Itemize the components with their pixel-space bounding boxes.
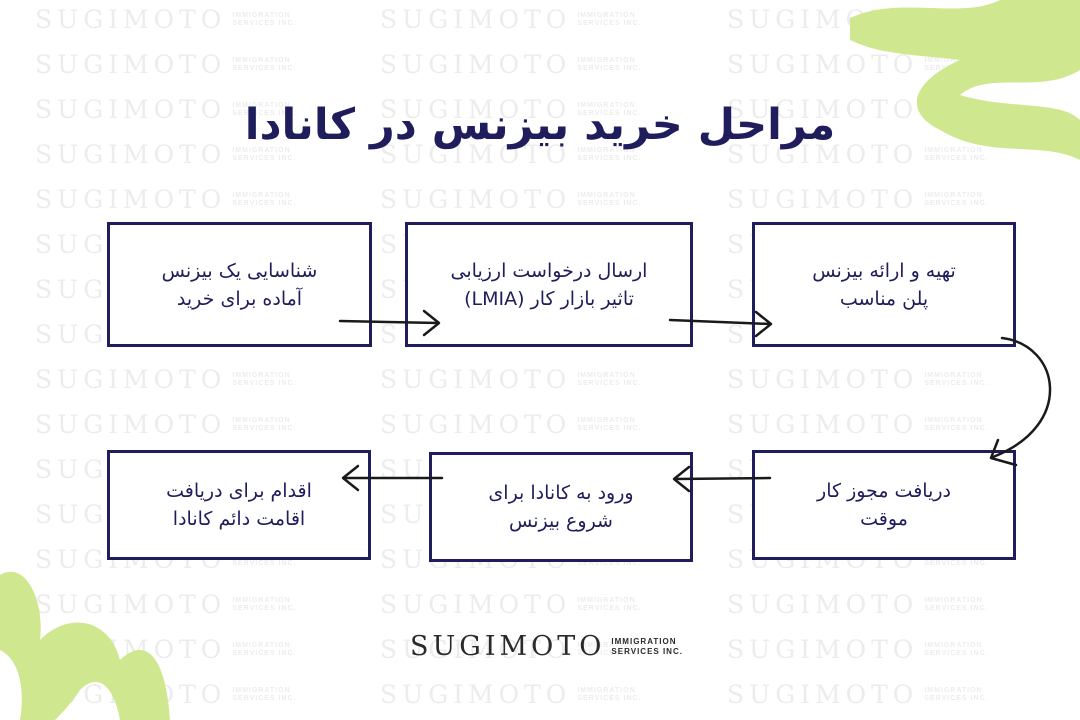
step-1-line2: پلن مناسب: [839, 287, 929, 310]
brand-sub-line2: SERVICES INC.: [611, 646, 683, 656]
step-3-box: شناسایی یک بیزنس آماده برای خرید: [107, 222, 372, 347]
step-5-line1: ورود به کانادا برای: [488, 482, 634, 504]
step-1-box: تهیه و ارائه بیزنس پلن مناسب: [752, 222, 1016, 347]
top-right-brush-stroke: [850, 0, 1080, 160]
step-6-line2: اقامت دائم کانادا: [172, 508, 306, 530]
step-1-line1: تهیه و ارائه بیزنس: [812, 259, 956, 282]
step-4-line1: دریافت مجوز کار: [817, 480, 951, 502]
brand-name: SUGIMOTO: [410, 631, 606, 662]
step-3-line2: آماده برای خرید: [176, 287, 303, 310]
step-6-line1: اقدام برای دریافت: [166, 480, 312, 502]
step-2-line2: تاثیر بازار کار (LMIA): [464, 287, 634, 310]
page-title: مراحل خرید بیزنس در کانادا: [244, 100, 836, 150]
brand-sub-line1: IMMIGRATION: [611, 636, 677, 646]
step-2-line1: ارسال درخواست ارزیابی: [450, 259, 648, 282]
brand-subtitle: IMMIGRATION SERVICES INC.: [611, 637, 683, 657]
step-3-line1: شناسایی یک بیزنس: [161, 259, 318, 282]
step-4-line2: موقت: [860, 508, 908, 530]
step-5-line2: شروع بیزنس: [509, 510, 613, 532]
step-5-box: ورود به کانادا برای شروع بیزنس: [429, 452, 693, 562]
step-6-box: اقدام برای دریافت اقامت دائم کانادا: [107, 450, 371, 560]
brand-logo: SUGIMOTO IMMIGRATION SERVICES INC.: [410, 631, 683, 662]
bottom-left-brush-stroke: [0, 571, 170, 720]
step-4-box: دریافت مجوز کار موقت: [752, 450, 1016, 560]
step-2-box: ارسال درخواست ارزیابی تاثیر بازار کار (L…: [405, 222, 693, 347]
